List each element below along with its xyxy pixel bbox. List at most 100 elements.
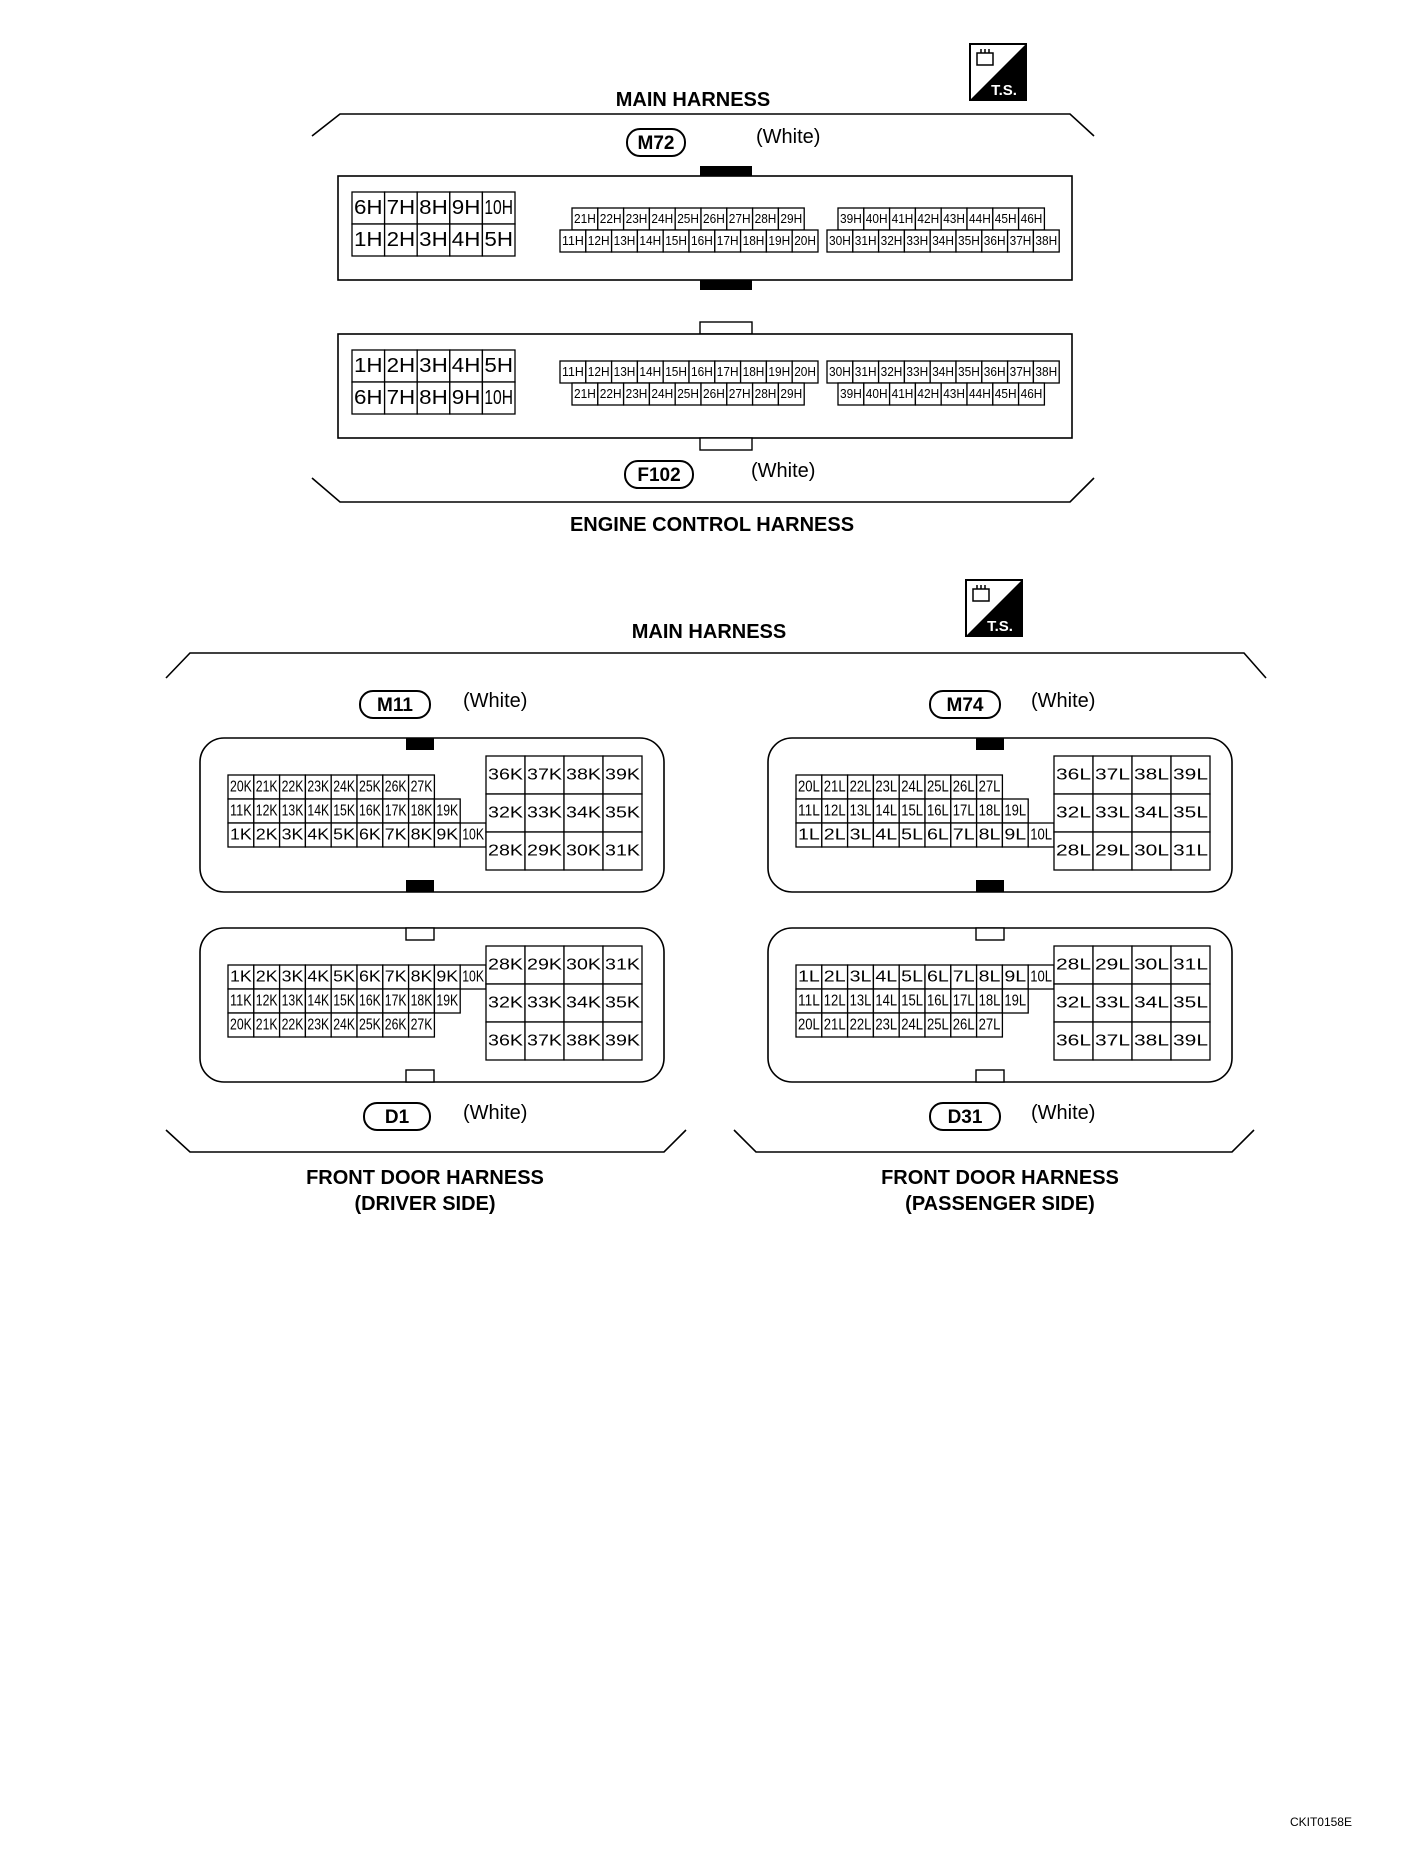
pin-label: 22H	[600, 212, 622, 226]
pin-cell	[975, 798, 1004, 824]
connector-id-badge-m11	[359, 690, 431, 719]
ts-label: T.S.	[991, 82, 1017, 99]
pin-label: 15K	[333, 803, 355, 820]
pin-cell	[846, 1012, 875, 1038]
pin-cell	[524, 793, 565, 833]
key-tab	[406, 738, 434, 750]
pin-label: 36L	[1056, 767, 1091, 784]
pin-label: 39L	[1173, 767, 1208, 784]
pin-label: 31L	[1173, 843, 1208, 860]
pin-label: 29K	[527, 957, 562, 974]
pin-cell	[1131, 1021, 1172, 1061]
pin-label: 19K	[436, 803, 458, 820]
key-tab	[976, 738, 1004, 750]
connector-id-m72: M72	[638, 133, 675, 154]
bracket-bottom-right	[733, 1129, 1255, 1153]
pin-cell	[416, 381, 451, 415]
pin-cell	[449, 349, 484, 383]
pin-label: 28L	[1056, 957, 1091, 974]
pin-label: 20L	[798, 1017, 820, 1034]
pin-label: 25H	[677, 212, 699, 226]
pin-label: 36L	[1056, 1033, 1091, 1050]
pin-label: 9K	[436, 969, 458, 986]
pin-label: 2K	[256, 969, 278, 986]
pin-cell	[1032, 229, 1060, 253]
connector-color-m11: (White)	[463, 690, 527, 712]
key-tab	[406, 880, 434, 892]
pin-label: 16L	[927, 803, 949, 820]
pin-cell	[407, 1012, 436, 1038]
pin-label: 31K	[605, 957, 640, 974]
key-tab	[405, 1069, 435, 1083]
pin-label: 46H	[1021, 212, 1043, 226]
pin-label: 5H	[484, 355, 513, 377]
pin-cell	[253, 1012, 281, 1038]
pin-label: 33H	[906, 365, 928, 379]
pin-label: 4K	[307, 827, 329, 844]
pin-cell	[872, 798, 900, 824]
pin-label: 6K	[359, 827, 381, 844]
pin-cell	[1170, 755, 1211, 795]
pin-label: 3H	[419, 355, 448, 377]
key-tab	[699, 437, 753, 451]
pin-label: 6H	[354, 387, 383, 409]
pin-cell	[602, 793, 643, 833]
pin-label: 21K	[256, 779, 278, 796]
pin-cell	[481, 191, 516, 225]
pin-label: 1L	[798, 827, 820, 844]
pin-cell	[821, 1012, 849, 1038]
pin-cell	[481, 381, 516, 415]
pin-cell	[924, 964, 952, 990]
pin-cell	[382, 774, 410, 800]
pin-label: 31H	[855, 234, 877, 248]
pin-label: 28H	[755, 387, 777, 401]
pin-label: 12K	[256, 803, 278, 820]
pin-cell	[898, 964, 926, 990]
pin-label: 14L	[875, 993, 897, 1010]
pin-label: 46H	[1021, 387, 1043, 401]
pin-label: 18L	[979, 993, 1001, 1010]
pin-label: 12L	[824, 993, 846, 1010]
pin-cell	[227, 822, 255, 848]
pin-label: 43H	[943, 387, 965, 401]
pin-label: 27H	[729, 212, 751, 226]
pin-label: 18K	[411, 803, 433, 820]
pin-label: 26H	[703, 387, 725, 401]
pin-cell	[602, 983, 643, 1023]
pin-label: 33L	[1095, 805, 1130, 822]
pin-label: 33H	[906, 234, 928, 248]
pin-cell	[485, 1021, 526, 1061]
pin-cell	[407, 822, 436, 848]
pin-label: 35L	[1173, 995, 1208, 1012]
pin-cell	[563, 831, 604, 871]
pin-cell	[383, 191, 418, 225]
key-tab	[976, 880, 1004, 892]
pin-label: 11K	[230, 993, 252, 1010]
pin-label: 38K	[566, 1033, 601, 1050]
pin-label: 24K	[333, 779, 355, 796]
pin-label: 7H	[387, 197, 416, 219]
pin-cell	[975, 988, 1004, 1014]
pin-cell	[227, 1012, 255, 1038]
pin-cell	[1027, 822, 1055, 848]
pin-label: 12K	[256, 993, 278, 1010]
pin-label: 17H	[717, 234, 739, 248]
pin-label: 31K	[605, 843, 640, 860]
pin-cell	[872, 822, 900, 848]
pin-cell	[1053, 755, 1094, 795]
pin-label: 23K	[307, 779, 329, 796]
pin-cell	[1092, 945, 1133, 985]
pin-label: 22L	[850, 779, 872, 796]
pin-label: 21H	[574, 387, 596, 401]
pin-cell	[278, 822, 307, 848]
pin-label: 11H	[562, 234, 584, 248]
pin-label: 3L	[850, 969, 872, 986]
pin-label: 32K	[488, 995, 523, 1012]
pin-label: 2K	[256, 827, 278, 844]
pin-label: 13L	[850, 803, 872, 820]
pin-cell	[563, 755, 604, 795]
pin-label: 1H	[354, 229, 383, 251]
